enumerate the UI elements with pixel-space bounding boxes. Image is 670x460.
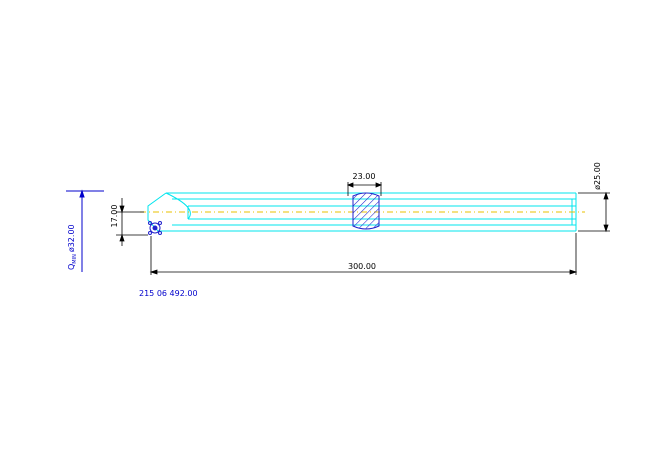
hatched-section: [352, 192, 380, 230]
min-diameter-value: ø32.00: [67, 224, 76, 252]
min-diameter-sub: MIN: [72, 254, 78, 264]
min-diameter-prefix: Q: [67, 264, 76, 270]
left-offset-dimension: [116, 198, 148, 246]
slot-width-label: 23.00: [353, 172, 376, 181]
bearing-symbol: [148, 221, 162, 235]
left-bearing-head: [147, 192, 167, 232]
overall-length-dimension: [149, 233, 578, 275]
right-diameter-dimension: [578, 191, 610, 233]
min-diameter-annotation: [66, 189, 104, 272]
part-number: 215 06 492.00: [139, 289, 198, 298]
overall-length-label: 300.00: [348, 262, 376, 271]
min-diameter-label: QMIN ø32.00: [67, 224, 78, 270]
left-offset-label: 17.00: [110, 205, 119, 228]
right-diameter-label: ø25.00: [593, 162, 602, 190]
left-bearing-arc: [165, 192, 191, 220]
slot-width-dimension: [346, 182, 383, 196]
